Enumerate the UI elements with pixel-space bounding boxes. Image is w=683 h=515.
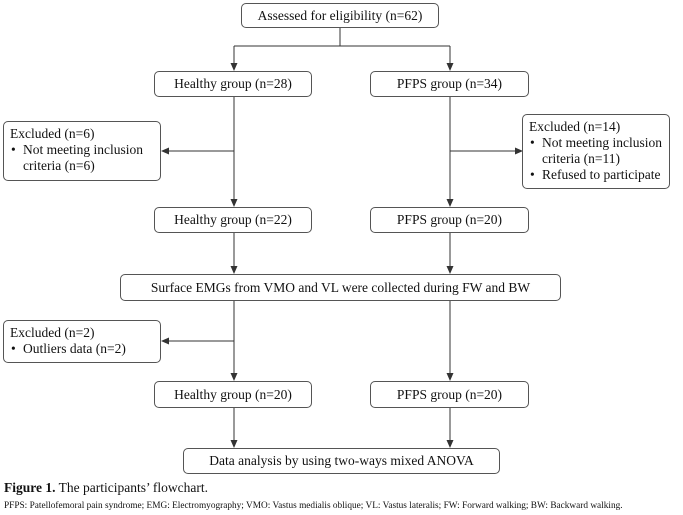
pfps-excluded-item: Refused to participate [529,167,669,183]
pfps-excluded-title: Excluded (n=14) [529,119,621,134]
healthy-initial-label: Healthy group (n=28) [174,76,292,91]
pfps-mid-box: PFPS group (n=20) [370,207,529,233]
collection-box: Surface EMGs from VMO and VL were collec… [120,274,561,301]
healthy-mid-box: Healthy group (n=22) [154,207,312,233]
outliers-excluded-box: Excluded (n=2) Outliers data (n=2) [3,320,161,363]
pfps-final-label: PFPS group (n=20) [396,386,503,402]
outliers-excluded-list: Outliers data (n=2) [10,341,160,357]
outliers-excluded-item: Outliers data (n=2) [10,341,160,357]
pfps-excluded-item: Not meeting inclusion criteria (n=11) [529,135,667,167]
pfps-mid-label: PFPS group (n=20) [396,212,503,227]
pfps-initial-label: PFPS group (n=34) [396,76,503,91]
healthy-excluded-item: Not meeting inclusion criteria (n=6) [10,142,151,174]
healthy-excluded-box: Excluded (n=6) Not meeting inclusion cri… [3,121,161,181]
assessed-box: Assessed for eligibility (n=62) [241,3,439,28]
figure-label: Figure 1. [4,480,56,495]
pfps-excluded-box: Excluded (n=14) Not meeting inclusion cr… [522,114,670,189]
healthy-final-label: Healthy group (n=20) [174,386,292,402]
abbreviations-footnote: PFPS: Patellofemoral pain syndrome; EMG:… [4,501,623,511]
healthy-initial-box: Healthy group (n=28) [154,71,312,97]
outliers-excluded-title: Excluded (n=2) [10,325,95,340]
healthy-mid-label: Healthy group (n=22) [174,212,292,227]
figure-caption-text: The participants’ flowchart. [55,480,208,495]
figure-caption: Figure 1. The participants’ flowchart. [4,480,683,496]
pfps-excluded-list: Not meeting inclusion criteria (n=11) Re… [529,135,669,183]
assessed-label: Assessed for eligibility (n=62) [257,7,423,23]
pfps-initial-box: PFPS group (n=34) [370,71,529,97]
healthy-excluded-title: Excluded (n=6) [10,126,95,141]
pfps-final-box: PFPS group (n=20) [370,381,529,408]
healthy-excluded-list: Not meeting inclusion criteria (n=6) [10,142,160,174]
analysis-label: Data analysis by using two-ways mixed AN… [209,453,474,468]
analysis-box: Data analysis by using two-ways mixed AN… [183,448,500,474]
collection-label: Surface EMGs from VMO and VL were collec… [150,279,531,295]
healthy-final-box: Healthy group (n=20) [154,381,312,408]
